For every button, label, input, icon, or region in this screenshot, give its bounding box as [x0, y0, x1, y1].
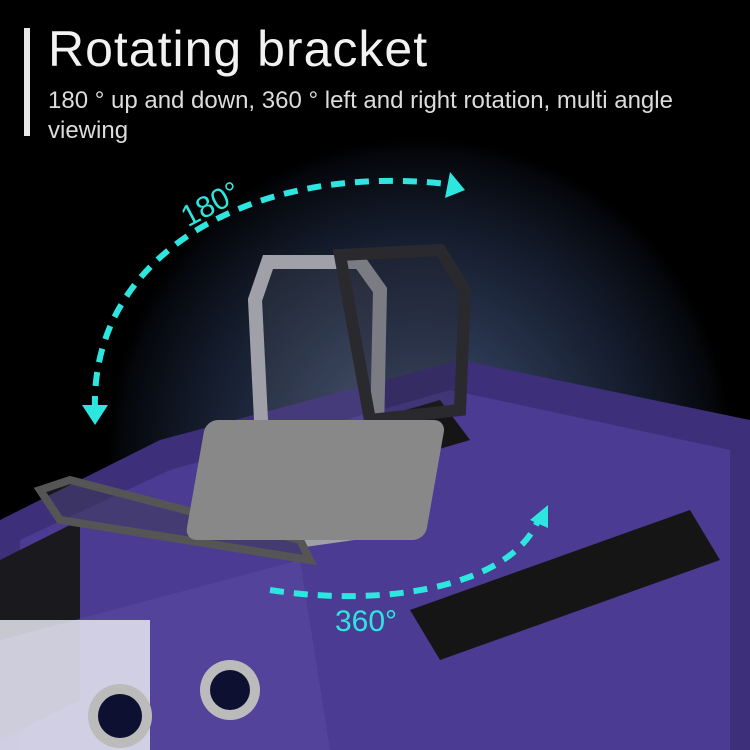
vertical-rotation-arrow [91, 177, 456, 411]
arrow-head-icon [445, 172, 465, 198]
ring-bracket [33, 243, 472, 566]
arrow-head-icon [82, 405, 108, 425]
arrow-head-icon [530, 505, 548, 528]
horizontal-rotation-label: 360° [335, 605, 398, 638]
horizontal-rotation-arrow [269, 514, 543, 600]
headline: Rotating bracket [48, 21, 429, 77]
subheadline: 180 ° up and down, 360 ° left and right … [48, 87, 673, 144]
title-accent-bar [24, 28, 30, 136]
